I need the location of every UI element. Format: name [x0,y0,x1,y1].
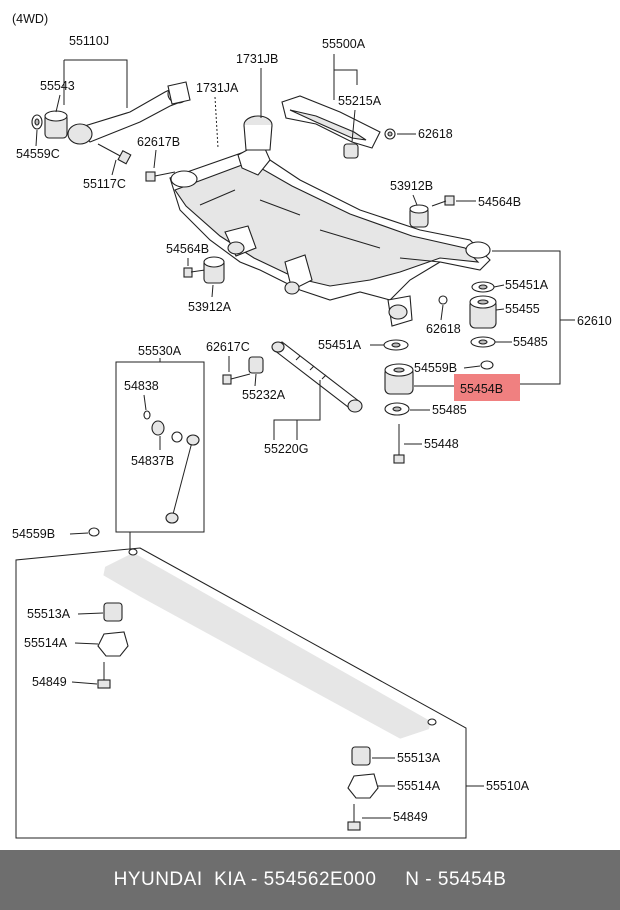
bolt-54564b-right [431,195,455,207]
label-55220g: 55220G [264,442,308,456]
label-55514a-right: 55514A [397,779,441,793]
bushing-53912b [409,204,429,228]
label-55232a: 55232A [242,388,286,402]
washer-55451a-upper [471,281,495,293]
label-62618-lower: 62618 [426,322,461,336]
label-54559b-stack: 54559B [414,361,457,375]
bolt-62617c [222,373,251,385]
label-55117c: 55117C [83,177,126,191]
bushing-55513a-right [351,746,371,766]
label-54849-left: 54849 [32,675,67,689]
footer-text: HYUNDAI KIA - 554562E000 N - 55454B [113,869,507,890]
label-54837b: 54837B [131,454,174,468]
nut-62618-upper [384,128,396,140]
bracket-55514a-left [97,631,129,657]
bushing-55454b [384,363,414,395]
washer-55485-upper [470,336,496,348]
label-55513a-left: 55513A [27,607,71,621]
label-55451a-lower: 55451A [318,338,362,352]
bushing-55215a [343,143,359,159]
lower-arm-55220g [271,341,363,413]
label-54559c: 54559C [16,147,60,161]
parts-diagram: (4WD) 55110J 55543 54559C 55117C [12,12,612,839]
bolt-54849-left [97,662,111,689]
upper-arm-55110j [67,81,191,145]
label-62618-upper: 62618 [418,127,453,141]
bushing-55232a [248,356,264,374]
label-55454b: 55454B [460,382,503,396]
variant-label: (4WD) [12,12,48,26]
bolt-55448 [393,424,405,464]
label-54564b-right: 54564B [478,195,521,209]
nut-62618-lower [438,295,448,305]
label-54564b-left: 54564B [166,242,209,256]
bolt-55117c [97,143,132,165]
stabilizer-bar-55510a [100,548,437,742]
label-1731ja: 1731JA [196,81,239,95]
bolt-54849-right [347,804,361,831]
label-55500a: 55500A [322,37,366,51]
bushing-53912a [203,256,225,284]
label-55514a-left: 55514A [24,636,68,650]
label-62610: 62610 [577,314,612,328]
label-55448: 55448 [424,437,459,451]
bushing-55513a-left [103,602,123,622]
trailing-arm-55500a [281,95,381,149]
nut-54559b-bar [88,527,100,537]
label-55455: 55455 [505,302,540,316]
nut-54559c [31,114,43,130]
label-54849-right: 54849 [393,810,428,824]
label-53912b: 53912B [390,179,433,193]
washer-55485-lower [384,402,410,416]
footer-bar: HYUNDAI KIA - 554562E000 N - 55454B [0,850,620,910]
bar-group-box [15,547,467,839]
crossmember-62610 [169,115,491,327]
washer-55451a-lower [383,339,409,351]
label-62617b: 62617B [137,135,180,149]
bushing-55543 [44,110,68,139]
bolt-54564b-left [183,267,206,278]
label-55485-upper: 55485 [513,335,548,349]
label-1731jb: 1731JB [236,52,278,66]
label-55485-lower: 55485 [432,403,467,417]
label-54838: 54838 [124,379,159,393]
label-55215a: 55215A [338,94,382,108]
bolt-62617b [145,171,176,182]
label-55530a: 55530A [138,344,182,358]
label-55451a-upper: 55451A [505,278,549,292]
label-62617c: 62617C [206,340,250,354]
label-55513a-right: 55513A [397,751,441,765]
label-54559b-bar: 54559B [12,527,55,541]
label-53912a: 53912A [188,300,232,314]
bushing-55455 [469,295,497,329]
label-55543: 55543 [40,79,75,93]
label-55510a: 55510A [486,779,530,793]
stabilizer-link-55530a [143,410,200,524]
highlight-box [454,374,520,401]
bracket-55514a-right [347,773,379,799]
label-55110j: 55110J [69,34,109,48]
nut-54559b-stack [480,360,494,370]
